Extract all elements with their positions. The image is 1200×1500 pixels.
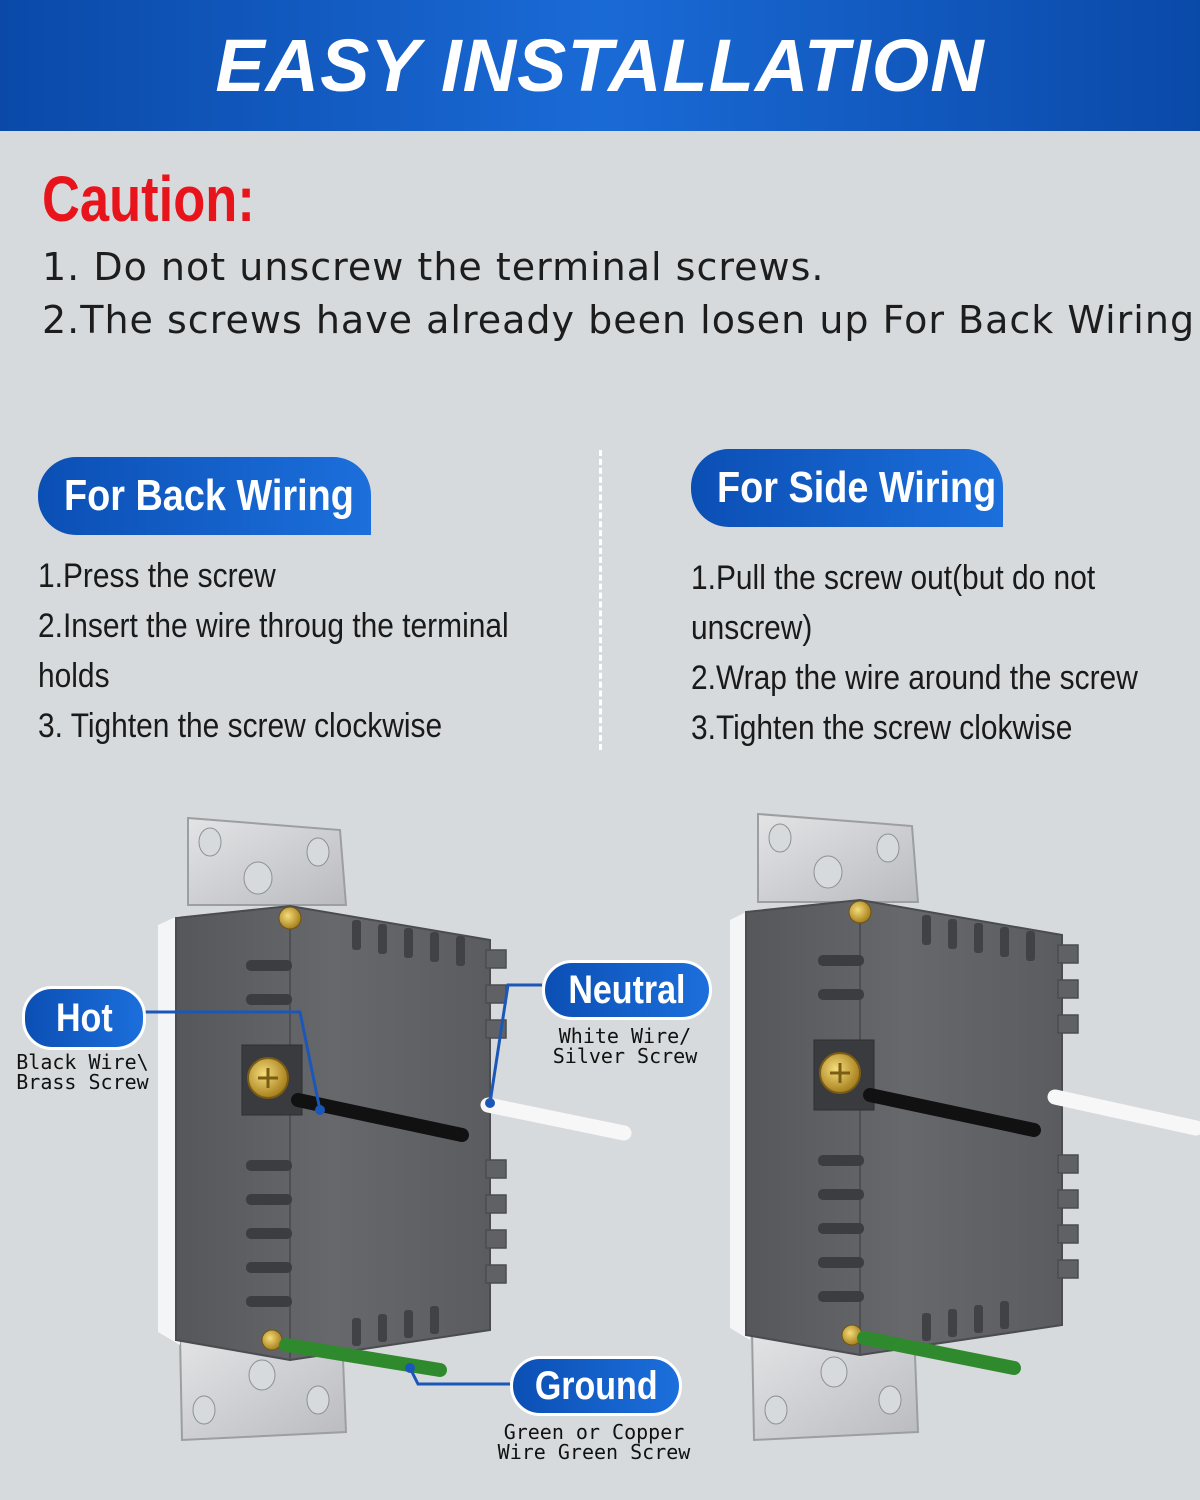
- callout-lines: [140, 983, 542, 1386]
- header-banner: EASY INSTALLATION: [0, 0, 1200, 131]
- ground-label: Ground: [510, 1356, 682, 1416]
- back-wiring-title: For Back Wiring: [64, 471, 354, 520]
- ground-description: Green or Copper Wire Green Screw: [494, 1422, 694, 1462]
- ground-line2: Wire Green Screw: [497, 1440, 691, 1464]
- hot-line1: Black Wire\: [16, 1050, 149, 1074]
- step-text: holds: [38, 657, 110, 695]
- hot-description: Black Wire\ Brass Screw: [10, 1052, 155, 1092]
- section-divider: [599, 450, 602, 750]
- caution-line: 1. Do not unscrew the terminal screws.: [42, 245, 825, 289]
- step-text: 1.Press the screw: [38, 557, 276, 595]
- step-text: unscrew): [691, 609, 813, 647]
- caution-title: Caution:: [42, 163, 255, 235]
- step-text: 2.Insert the wire throug the terminal: [38, 607, 509, 645]
- step-text: 3. Tighten the screw clockwise: [38, 707, 443, 745]
- side-wiring-steps: 1.Pull the screw out(but do not unscrew)…: [691, 553, 1199, 753]
- ground-title: Ground: [534, 1363, 658, 1408]
- neutral-label: Neutral: [542, 960, 712, 1020]
- side-wiring-heading: For Side Wiring: [691, 449, 1003, 527]
- neutral-line2: Silver Screw: [552, 1044, 698, 1068]
- hot-title: Hot: [55, 995, 113, 1040]
- neutral-line1: White Wire/: [558, 1024, 692, 1048]
- hot-label: Hot: [22, 986, 146, 1050]
- hot-line2: Brass Screw: [16, 1070, 149, 1094]
- back-wiring-steps: 1.Press the screw 2.Insert the wire thro…: [38, 551, 573, 751]
- page-title: EASY INSTALLATION: [215, 24, 985, 107]
- back-wiring-heading: For Back Wiring: [38, 457, 371, 535]
- outlet-back-wiring: [158, 816, 632, 1442]
- neutral-title: Neutral: [568, 967, 686, 1012]
- ground-line1: Green or Copper: [503, 1420, 685, 1444]
- caution-line: 2.The screws have already been losen up …: [42, 298, 1196, 342]
- step-text: 1.Pull the screw out(but do not: [691, 559, 1096, 597]
- neutral-description: White Wire/ Silver Screw: [546, 1026, 704, 1066]
- side-wiring-title: For Side Wiring: [717, 463, 997, 512]
- step-text: 3.Tighten the screw clokwise: [691, 709, 1073, 747]
- step-text: 2.Wrap the wire around the screw: [691, 659, 1138, 697]
- outlet-side-wiring: [730, 812, 1200, 1442]
